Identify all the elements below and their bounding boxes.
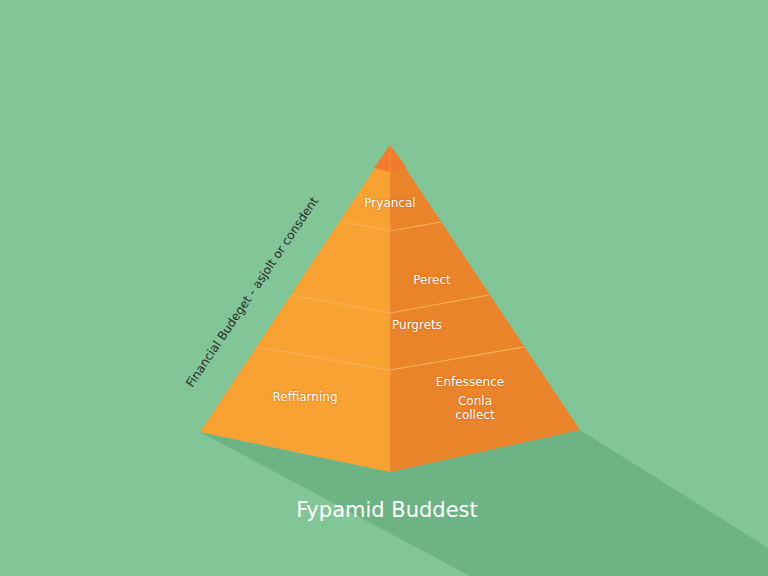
band-label: Purgrets: [392, 318, 442, 332]
band-label: Enfessence: [436, 375, 504, 389]
pyramid-band: Pryancal: [330, 172, 450, 220]
pyramid-edge: [390, 145, 391, 472]
band-label: Reffiarning: [272, 390, 337, 404]
pyramid-band: Purgrets: [270, 300, 520, 346]
pyramid-left-face: [200, 145, 390, 472]
band-label: Perect: [413, 273, 451, 287]
pyramid-shadow: [200, 430, 768, 576]
band-label: Pryancal: [364, 196, 415, 210]
pyramid-band: Reffiarning EnfessenceConla collect: [215, 352, 575, 436]
band-label: Conla collect: [440, 394, 510, 423]
diagram-title: Fypamid Buddest: [296, 498, 478, 522]
pyramid-band: Perect: [300, 232, 485, 294]
pyramid-right-face: [390, 145, 580, 472]
